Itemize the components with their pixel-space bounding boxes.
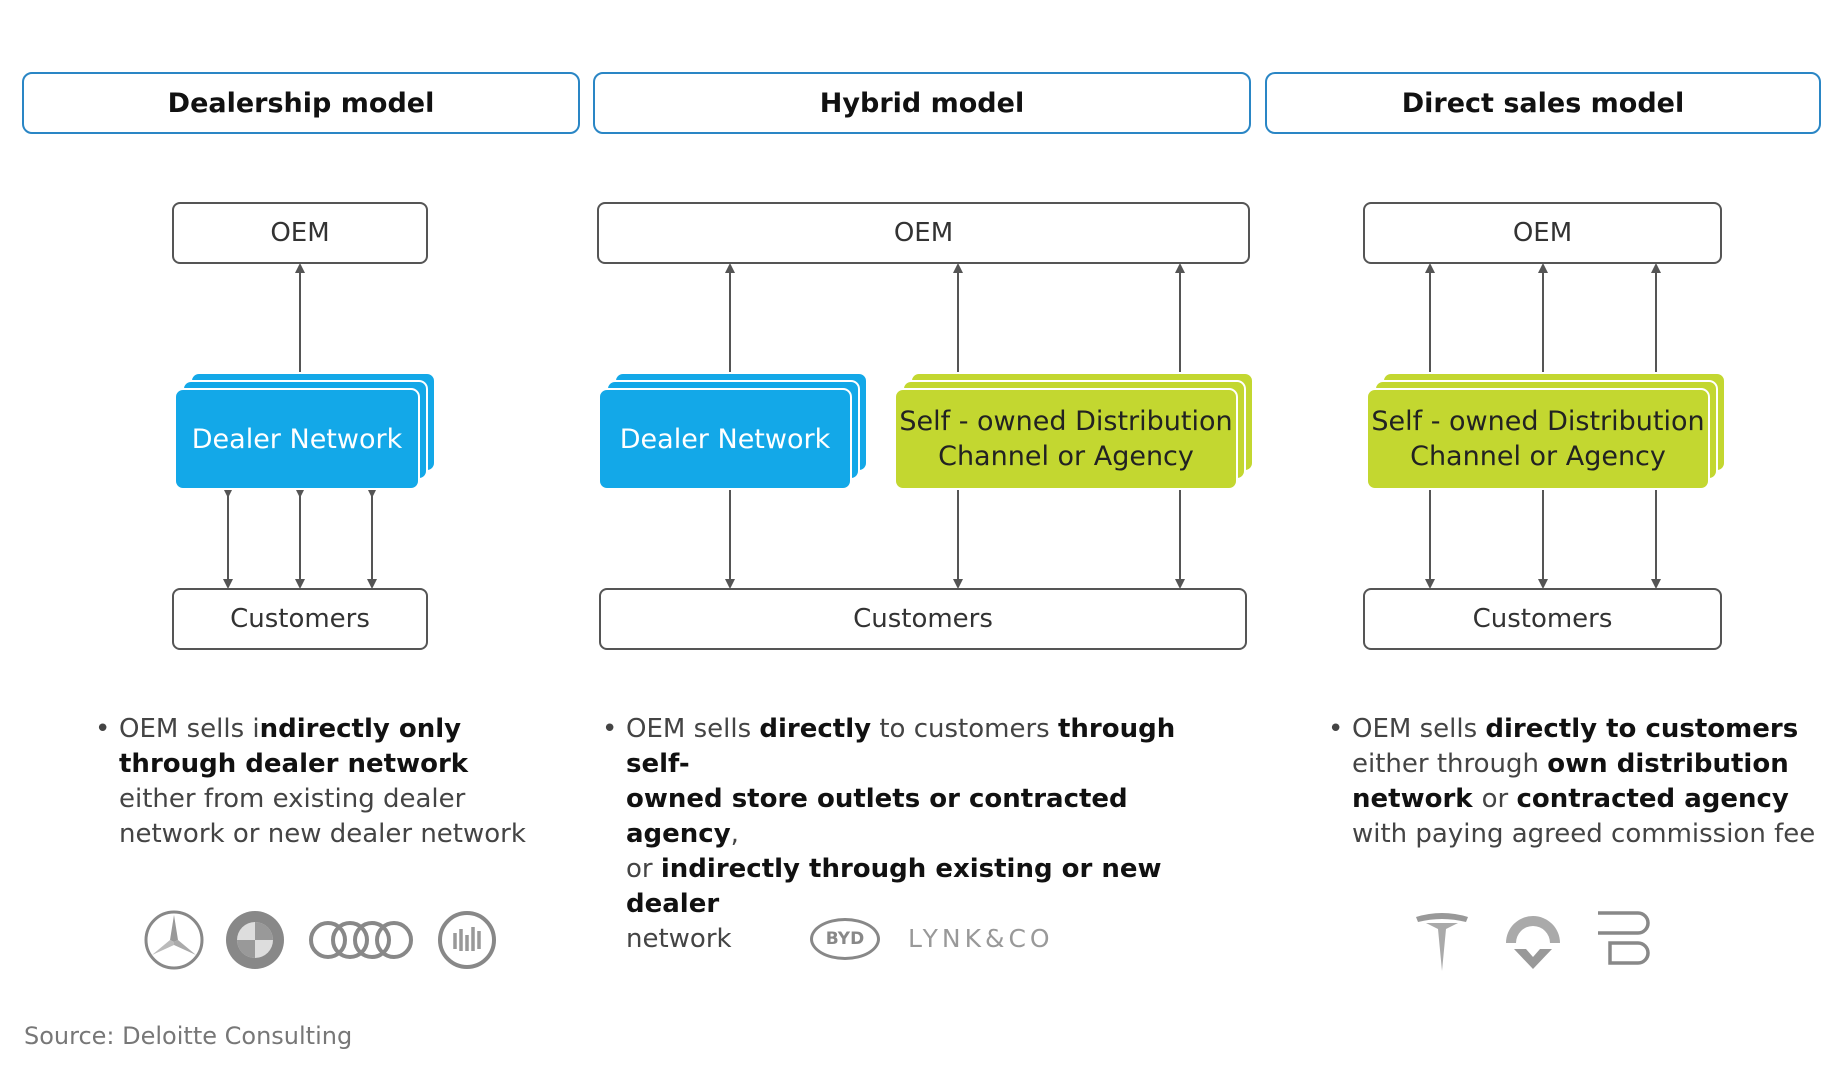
text-bold: contracted agency (1516, 784, 1789, 814)
text-plain: , (730, 819, 739, 849)
bullet-glyph: • (95, 714, 111, 744)
text-bold: directly (759, 714, 872, 744)
oem-box-dealership: OEM (172, 202, 428, 264)
mercedes-benz-logo (144, 910, 204, 970)
source-note: Source: Deloitte Consulting (24, 1022, 353, 1050)
dealer-network-label: Dealer Network (598, 388, 852, 490)
oem-box-direct: OEM (1363, 202, 1722, 264)
text-plain: either through (1352, 749, 1548, 779)
self-owned-distribution-stack-hybrid: Self - owned Distribution Channel or Age… (894, 372, 1254, 490)
text-plain: network or new dealer network (119, 819, 526, 849)
oem-box-hybrid: OEM (597, 202, 1250, 264)
text-plain: OEM sells (626, 714, 760, 744)
self-owned-distribution-label: Self - owned Distribution Channel or Age… (894, 388, 1238, 490)
header-hybrid-model: Hybrid model (593, 72, 1251, 134)
bullet-glyph: • (602, 714, 618, 744)
bmw-logo (226, 911, 284, 969)
tesla-logo (1416, 913, 1468, 971)
text-bold: through self- (626, 714, 1176, 779)
byd-logo-text: BYD (825, 929, 865, 949)
self-owned-label-line1: Self - owned Distribution (1371, 406, 1705, 437)
description-dealership: • OEM sells indirectly only through deal… (95, 712, 539, 852)
text-bold: ndirectly only (259, 714, 462, 744)
header-direct-sales-model: Direct sales model (1265, 72, 1821, 134)
self-owned-distribution-label: Self - owned Distribution Channel or Age… (1366, 388, 1710, 490)
byd-logo: BYD (810, 918, 880, 960)
volkswagen-logo (438, 911, 496, 969)
self-owned-label-line1: Self - owned Distribution (899, 406, 1233, 437)
text-bold: own distribution (1547, 749, 1789, 779)
dealer-network-stack-hybrid: Dealer Network (598, 372, 868, 490)
self-owned-label-line2: Channel or Agency (938, 441, 1194, 472)
bullet-glyph: • (1328, 714, 1344, 744)
customers-box-dealership: Customers (172, 588, 428, 650)
description-direct: • OEM sells directly to customers either… (1328, 712, 1822, 852)
dealer-network-stack-dealership: Dealer Network (174, 372, 436, 490)
customers-box-direct: Customers (1363, 588, 1722, 650)
nio-logo (1506, 916, 1560, 969)
text-bold: through dealer network (119, 749, 469, 779)
text-plain: with paying agreed commission fee (1352, 819, 1816, 849)
self-owned-distribution-stack-direct: Self - owned Distribution Channel or Age… (1366, 372, 1726, 490)
header-dealership-model: Dealership model (22, 72, 580, 134)
text-plain: to customers (871, 714, 1058, 744)
text-bold: indirectly through existing or new deale… (626, 854, 1162, 919)
lynk-co-logo-text: LYNK&CO (908, 924, 1054, 953)
text-plain: OEM sells (1352, 714, 1486, 744)
text-plain: OEM sells i (119, 714, 260, 744)
audi-logo (309, 921, 413, 959)
text-plain: or (626, 854, 661, 884)
text-bold: owned store outlets or contracted agency (626, 784, 1128, 849)
self-owned-label-line2: Channel or Agency (1410, 441, 1666, 472)
li-auto-logo (1598, 911, 1650, 965)
text-bold: network (1352, 784, 1482, 814)
text-plain: or (1481, 784, 1517, 814)
lynk-co-logo: LYNK&CO (908, 924, 1054, 953)
text-plain: either from existing dealer (119, 784, 466, 814)
text-bold: directly to customers (1485, 714, 1799, 744)
dealer-network-label: Dealer Network (174, 388, 420, 490)
text-plain: network (626, 924, 732, 954)
description-hybrid: • OEM sells directly to customers throug… (602, 712, 1246, 957)
customers-box-hybrid: Customers (599, 588, 1247, 650)
